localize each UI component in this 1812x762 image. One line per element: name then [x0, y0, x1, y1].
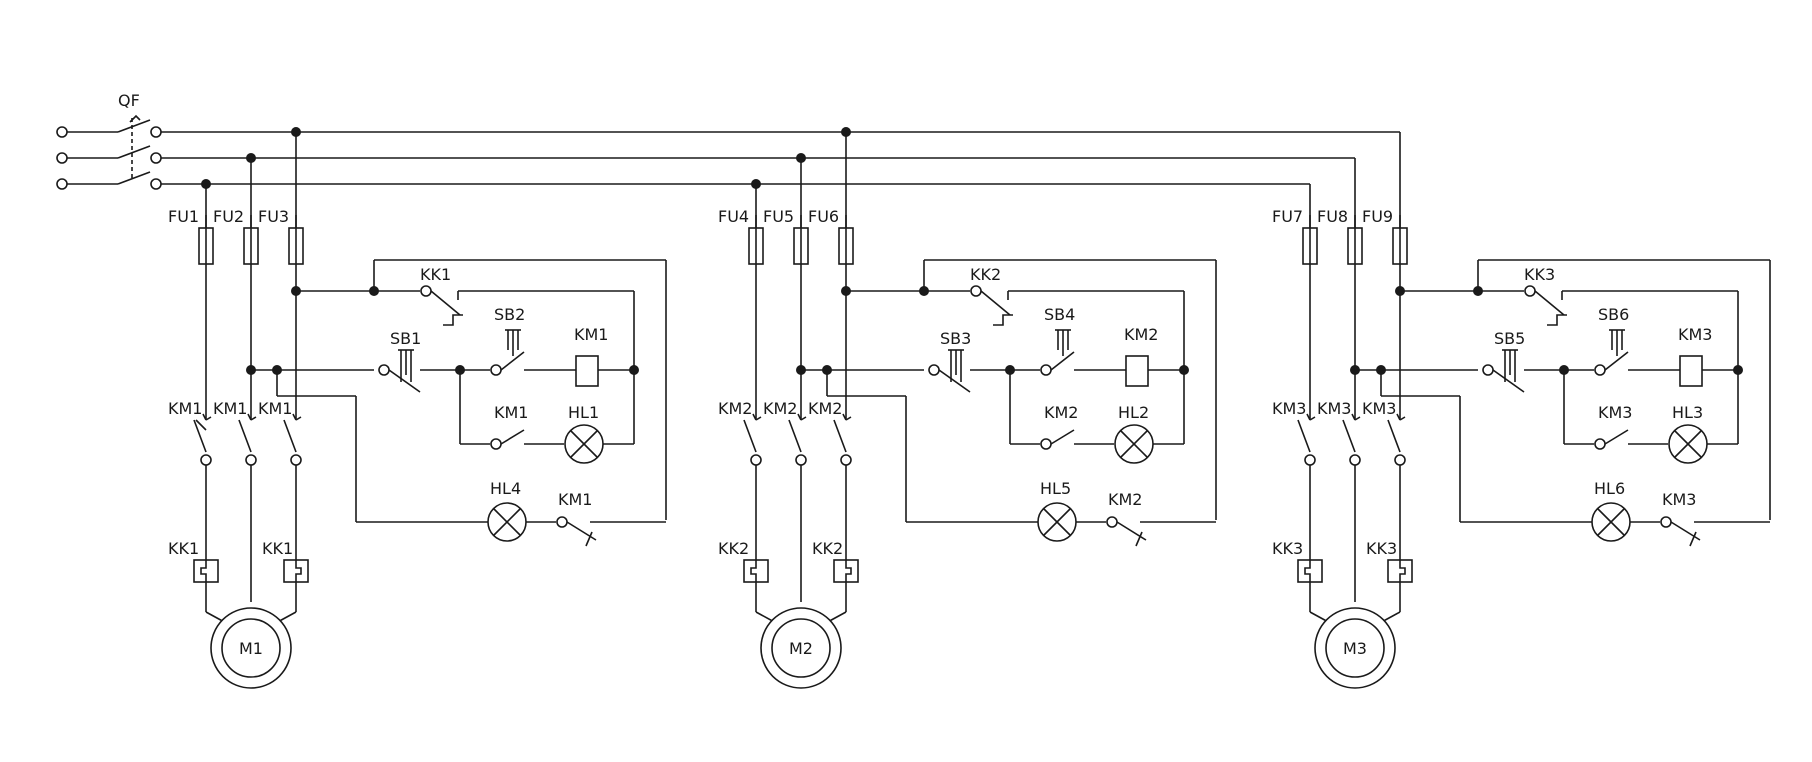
motor-label: M3: [1343, 639, 1367, 658]
run-lamp-label: HL3: [1672, 403, 1703, 422]
control-circuit: KK3 SB5 SB6 KM3: [1350, 259, 1771, 547]
start-button-label: SB5: [1494, 329, 1525, 348]
aux-contact-label: KM3: [1662, 490, 1696, 509]
coil-label: KM2: [1124, 325, 1158, 344]
motor-unit-1: FU1 FU2 FU3 KM1 KM1 KM1: [168, 127, 667, 689]
main-contact-label-1: KM1: [168, 399, 202, 418]
fuse-label-2: FU8: [1317, 207, 1348, 226]
motor-unit-3: FU7 FU8 FU9 KM3 KM3 KM3 KK3: [1272, 207, 1771, 689]
fuse-label-3: FU3: [258, 207, 289, 226]
coil-label: KM1: [574, 325, 608, 344]
overload-label-2: KK3: [1366, 539, 1397, 558]
contactor-coil: [1679, 355, 1703, 387]
overload-contact-label: KK2: [970, 265, 1001, 284]
contactor-coil: [575, 355, 599, 387]
stop-lamp-label: HL6: [1594, 479, 1625, 498]
hold-contact-label: KM2: [1044, 403, 1078, 422]
supply-terminals: [56, 114, 162, 190]
hold-contact-label: KM3: [1598, 403, 1632, 422]
control-circuit: KK1 SB1 SB2 KM1: [246, 259, 667, 547]
main-contact-label-3: KM1: [258, 399, 292, 418]
power-circuit: FU1 FU2 FU3 KM1 KM1 KM1: [168, 127, 309, 689]
run-lamp-label: HL1: [568, 403, 599, 422]
stop-lamp-label: HL5: [1040, 479, 1071, 498]
stop-lamp-label: HL4: [490, 479, 521, 498]
stop-button-label: SB2: [494, 305, 525, 324]
overload-label-1: KK1: [168, 539, 199, 558]
control-circuit: KK2 SB3 SB4 KM2: [796, 259, 1217, 547]
contactor-coil: [1125, 355, 1149, 387]
start-button-label: SB1: [390, 329, 421, 348]
main-contact-label-1: KM2: [718, 399, 752, 418]
main-contact-label-3: KM2: [808, 399, 842, 418]
stop-button-label: SB6: [1598, 305, 1629, 324]
overload-contact-label: KK3: [1524, 265, 1555, 284]
hold-contact-label: KM1: [494, 403, 528, 422]
overload-contact-label: KK1: [420, 265, 451, 284]
overload-label-2: KK1: [262, 539, 293, 558]
coil-label: KM3: [1678, 325, 1712, 344]
main-contact-label-1: KM3: [1272, 399, 1306, 418]
fuse-label-2: FU2: [213, 207, 244, 226]
fuse-label-3: FU6: [808, 207, 839, 226]
main-contact-label-3: KM3: [1362, 399, 1396, 418]
fuse-label-2: FU5: [763, 207, 794, 226]
main-supply: QF: [56, 91, 1401, 230]
motor-label: M2: [789, 639, 813, 658]
main-contact-label-2: KM3: [1317, 399, 1351, 418]
run-lamp-label: HL2: [1118, 403, 1149, 422]
main-contact-label-2: KM1: [213, 399, 247, 418]
fuse-label-3: FU9: [1362, 207, 1393, 226]
motor-unit-2: FU4 FU5 FU6 KM2 KM2 KM2 KK2: [718, 127, 1217, 689]
fuse-label-1: FU4: [718, 207, 749, 226]
fuse-label-1: FU7: [1272, 207, 1303, 226]
stop-button-label: SB4: [1044, 305, 1075, 324]
overload-label-1: KK2: [718, 539, 749, 558]
overload-label-2: KK2: [812, 539, 843, 558]
breaker-label: QF: [118, 91, 140, 110]
busbars: [161, 131, 1401, 230]
power-circuit: FU7 FU8 FU9 KM3 KM3 KM3 KK3: [1272, 207, 1413, 689]
aux-contact-label: KM1: [558, 490, 592, 509]
overload-label-1: KK3: [1272, 539, 1303, 558]
aux-contact-label: KM2: [1108, 490, 1142, 509]
motor-label: M1: [239, 639, 263, 658]
main-contact-label-2: KM2: [763, 399, 797, 418]
fuse-label-1: FU1: [168, 207, 199, 226]
start-button-label: SB3: [940, 329, 971, 348]
power-circuit: FU4 FU5 FU6 KM2 KM2 KM2 KK2: [718, 127, 859, 689]
